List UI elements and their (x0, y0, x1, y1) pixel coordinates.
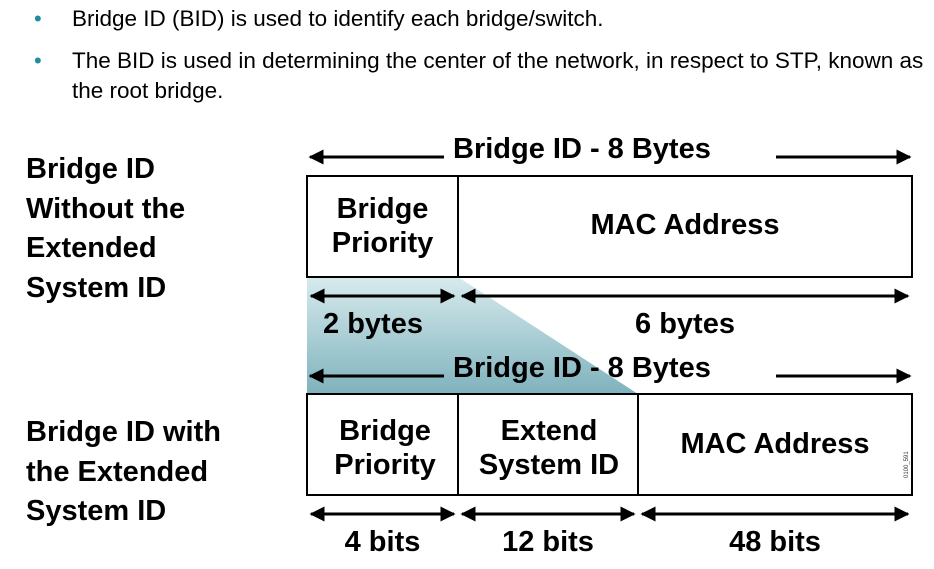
top-header-label: Bridge ID - 8 Bytes (445, 132, 719, 166)
label-line: Extend (500, 415, 598, 447)
label-line: Priority (334, 449, 436, 481)
side-label-line: System ID (26, 495, 167, 527)
side-label-line: System ID (26, 271, 167, 304)
bullet-icon: • (34, 6, 42, 31)
bottom-side-label: Bridge ID with the Extended System ID (26, 413, 221, 532)
label-line: System ID (478, 449, 620, 481)
top-mac-address-label: MAC Address (590, 209, 780, 241)
figure-code: 0100_591 (904, 451, 910, 478)
side-label-line: Extended (26, 232, 157, 264)
bottom-mac-address-box (637, 393, 913, 496)
top-side-label: Bridge ID Without the Extended System ID (26, 150, 185, 308)
side-label-line: Bridge ID (26, 153, 155, 185)
side-label-line: the Extended (26, 455, 209, 488)
side-label-line: Bridge ID with (26, 416, 221, 448)
bullet-text: The BID is used in determining the cente… (72, 48, 924, 103)
bullet-icon: • (34, 48, 42, 73)
top-bridge-priority-box (306, 175, 459, 278)
top-size-6bytes: 6 bytes (635, 308, 735, 340)
bottom-size-48bits: 48 bits (729, 526, 821, 558)
top-bridge-priority-label: Bridge Priority (307, 192, 458, 260)
top-size-2bytes: 2 bytes (323, 308, 423, 340)
side-label-line: Without the (26, 192, 186, 225)
bullet-item: • Bridge ID (BID) is used to identify ea… (34, 4, 926, 34)
bottom-bridge-priority-box (306, 393, 459, 496)
bottom-mac-address-label: MAC Address (680, 428, 870, 460)
bottom-size-4bits: 4 bits (344, 526, 421, 558)
label-line: Priority (331, 227, 434, 259)
top-mac-address-box (457, 175, 913, 278)
label-line: Bridge (339, 415, 431, 447)
bullet-text: Bridge ID (BID) is used to identify each… (72, 6, 604, 31)
bottom-extend-system-id-label: Extend System ID (458, 414, 640, 482)
bottom-extend-system-id-box (457, 393, 639, 496)
expansion-shading (307, 277, 638, 394)
bottom-size-12bits: 12 bits (502, 526, 594, 558)
bottom-header-label: Bridge ID - 8 Bytes (453, 352, 711, 384)
bullet-list: • Bridge ID (BID) is used to identify ea… (34, 4, 926, 118)
bullet-item: • The BID is used in determining the cen… (34, 46, 926, 106)
label-line: Bridge (336, 193, 429, 225)
bottom-bridge-priority-label: Bridge Priority (307, 414, 463, 482)
